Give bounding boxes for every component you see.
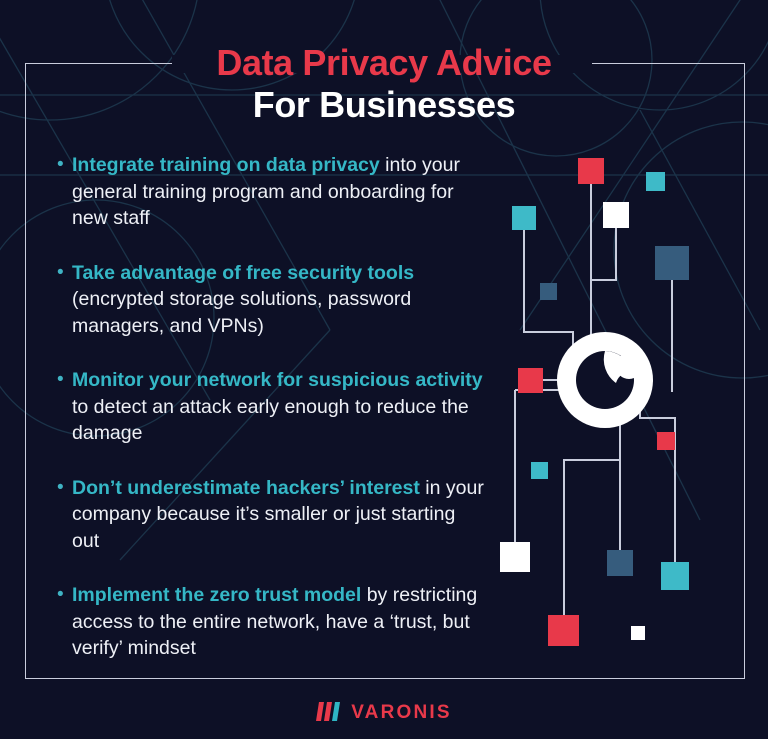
- varonis-ring-icon: [557, 332, 653, 428]
- advice-list: • Integrate training on data privacy into…: [57, 152, 487, 662]
- advice-item-lead: Integrate training on data privacy: [72, 154, 380, 176]
- node-white-small: [631, 626, 645, 640]
- advice-item-rest: (encrypted storage solutions, password m…: [72, 288, 412, 337]
- advice-item-lead: Monitor your network for suspicious acti…: [72, 369, 483, 391]
- node-teal-lowright: [661, 562, 689, 590]
- node-teal-left: [512, 206, 536, 230]
- node-red-bottom: [548, 615, 579, 646]
- advice-item-text: Take advantage of free security tools (e…: [72, 260, 487, 340]
- node-red-midright: [657, 432, 675, 450]
- advice-item-text: Monitor your network for suspicious acti…: [72, 367, 487, 447]
- advice-item-rest: to detect an attack early enough to redu…: [72, 395, 469, 445]
- advice-item: • Integrate training on data privacy into…: [57, 152, 487, 232]
- node-white-lower: [500, 542, 530, 572]
- node-red-left: [518, 368, 543, 393]
- node-red-top: [578, 158, 604, 184]
- node-slate-small: [540, 283, 557, 300]
- node-white-upper: [603, 202, 629, 228]
- title-line-2: For Businesses: [252, 83, 516, 125]
- advice-item-lead: Implement the zero trust model: [72, 584, 362, 606]
- network-nodes-illustration: [500, 158, 689, 646]
- advice-item-text: Implement the zero trust model by restri…: [72, 582, 487, 662]
- varonis-logo: VARONIS: [0, 702, 768, 723]
- bullet-dot-icon: •: [57, 261, 64, 283]
- advice-item-lead: Don’t underestimate hackers’ interest: [72, 476, 420, 499]
- node-teal-midleft: [531, 462, 548, 479]
- advice-item-text: Don’t underestimate hackers’ interest in…: [72, 475, 487, 555]
- bullet-dot-icon: •: [57, 154, 64, 175]
- page-title: Data Privacy Advice For Businesses: [0, 42, 768, 126]
- bullet-dot-icon: •: [57, 476, 64, 498]
- varonis-wordmark: VARONIS: [351, 702, 452, 723]
- title-line-1: Data Privacy Advice: [216, 42, 552, 83]
- node-slate-lower: [607, 550, 633, 576]
- node-slate-right: [655, 246, 689, 280]
- advice-item: • Don’t underestimate hackers’ interest i…: [57, 475, 487, 555]
- varonis-slashes-icon: [316, 702, 341, 721]
- advice-item: • Monitor your network for suspicious act…: [57, 367, 487, 447]
- advice-item: • Take advantage of free security tools (…: [57, 260, 487, 340]
- advice-item-text: Integrate training on data privacy into …: [72, 152, 487, 232]
- advice-item: • Implement the zero trust model by restr…: [57, 582, 487, 662]
- bullet-dot-icon: •: [57, 369, 64, 390]
- node-teal-topright: [646, 172, 665, 191]
- bullet-dot-icon: •: [57, 584, 64, 605]
- advice-item-lead: Take advantage of free security tools: [72, 261, 415, 284]
